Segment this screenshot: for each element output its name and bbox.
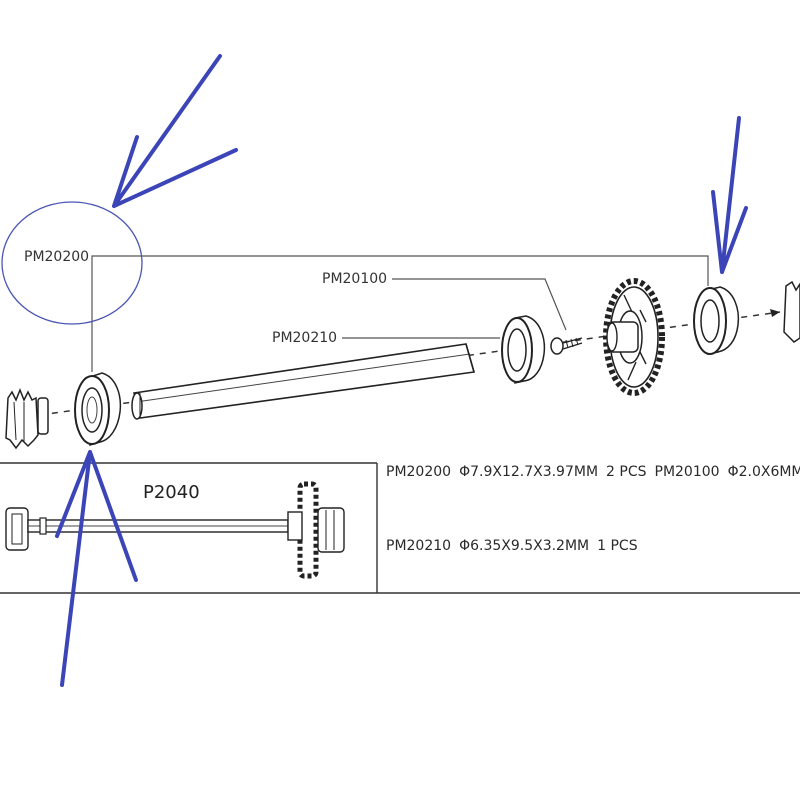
right-bearing (693, 286, 740, 355)
spec-code: PM20200 (386, 464, 452, 480)
label-pm20100: PM20100 (322, 271, 388, 287)
spec-row-1: PM20200 Φ7.9X12.7X3.97MM 2 PCS PM20100 Φ2.0X… (386, 464, 800, 480)
assembly-label: P2040 (143, 482, 200, 503)
small-screw (550, 337, 583, 355)
spec-table-frame (0, 462, 800, 594)
spec-code: PM20100 (654, 464, 720, 480)
arrow-bottom-left (55, 450, 138, 687)
spec-qty: 1 PCS (597, 538, 638, 554)
main-shaft (131, 343, 476, 420)
arrow-top-left (112, 54, 238, 208)
axis-arrowhead (770, 309, 780, 317)
spec-row-2: PM20210 Φ6.35X9.5X3.2MM 1 PCS (386, 538, 646, 554)
spur-gear (603, 278, 665, 396)
spec-size: Φ2.0X6MM (727, 464, 800, 480)
spec-code: PM20210 (386, 538, 452, 554)
assembly-thumbnail (5, 481, 345, 579)
arrow-top-right (711, 116, 748, 274)
left-pinion-gear (5, 387, 49, 450)
leader-pm20200 (91, 255, 709, 372)
spec-qty: 2 PCS (606, 464, 647, 480)
label-pm20200: PM20200 (24, 249, 90, 265)
label-pm20210: PM20210 (272, 330, 338, 346)
right-pinion-gear (783, 280, 800, 343)
highlight-circle (1, 201, 143, 325)
leader-pm20100 (392, 278, 567, 331)
spec-size: Φ6.35X9.5X3.2MM (459, 538, 590, 554)
left-bearing (74, 372, 122, 447)
spec-size: Φ7.9X12.7X3.97MM (459, 464, 599, 480)
middle-bearing (501, 315, 546, 384)
annotation-arrows (55, 54, 748, 687)
